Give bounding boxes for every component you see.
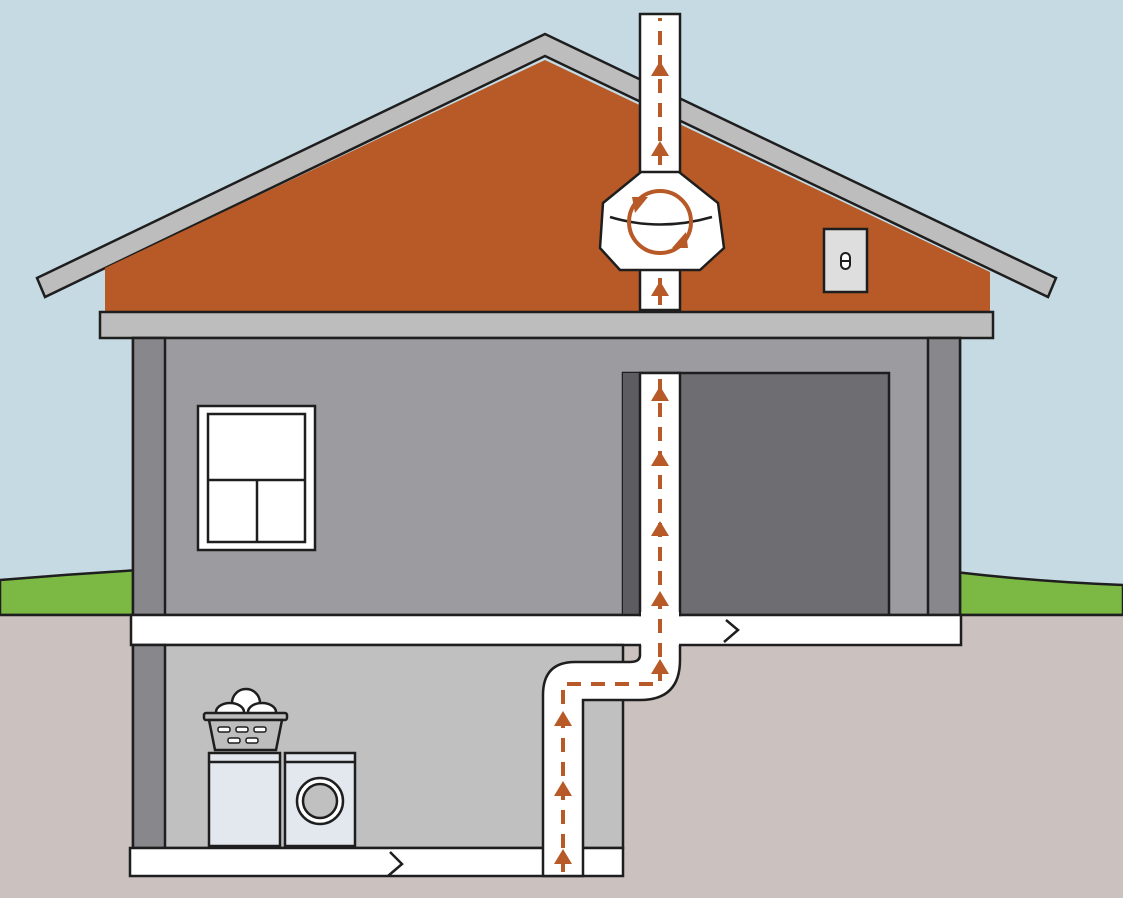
airflow-arrow-icon (554, 849, 572, 864)
laundry-basket-icon (202, 687, 289, 752)
airflow-arrow-icon (554, 781, 572, 796)
airflow-arrow-icon (554, 711, 572, 726)
window (196, 404, 317, 552)
roof (35, 32, 1058, 299)
dryer-icon (207, 751, 282, 848)
crack-icon (387, 851, 404, 877)
airflow-arrow-icon (651, 521, 669, 536)
basement-slab (128, 846, 625, 878)
fan-icon (598, 170, 726, 272)
crack-icon (723, 619, 740, 643)
airflow-arrow-icon (651, 659, 669, 674)
basement-trim (131, 643, 167, 850)
garage-jamb (623, 373, 640, 615)
main-floor-slab (129, 613, 963, 647)
wall-trim-left (131, 336, 167, 617)
airflow-arrow-icon (651, 141, 669, 156)
airflow-arrow-icon (651, 281, 669, 296)
grass-right (953, 570, 1123, 617)
thermostat-icon (822, 227, 869, 294)
eave (98, 310, 995, 340)
airflow-arrow-icon (651, 61, 669, 76)
gable (105, 60, 990, 312)
airflow-arrow-icon (651, 591, 669, 606)
washer-icon (283, 751, 357, 848)
wall-trim-right (926, 336, 962, 617)
airflow-path (554, 18, 669, 872)
airflow-arrow-icon (651, 386, 669, 401)
airflow-arrow-icon (651, 451, 669, 466)
